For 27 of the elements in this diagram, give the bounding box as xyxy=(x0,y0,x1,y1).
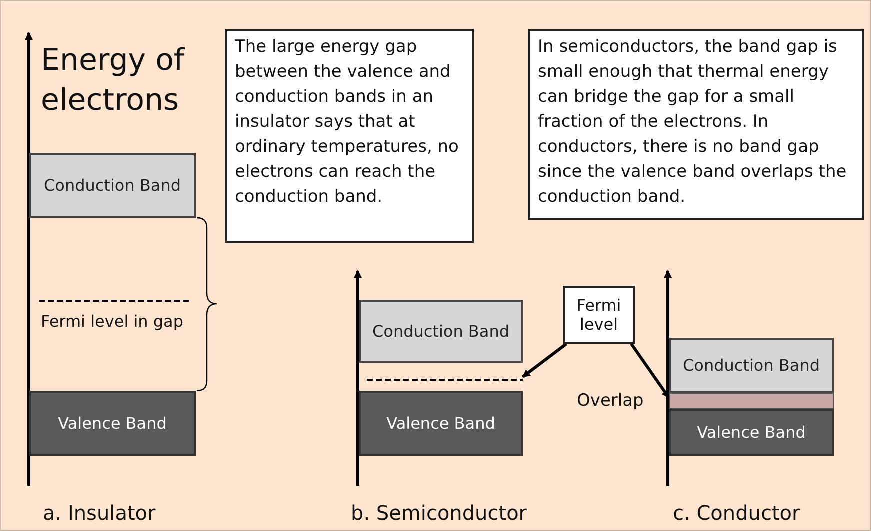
band-label: Conduction Band xyxy=(372,322,510,341)
label-box xyxy=(563,286,635,344)
text-box xyxy=(225,29,474,243)
band-label: Fermi level xyxy=(576,296,622,334)
dashed-line xyxy=(367,377,523,383)
overlap-band xyxy=(669,393,834,409)
panel-caption: a. Insulator xyxy=(43,501,156,525)
text-box xyxy=(528,29,864,220)
arrow xyxy=(522,342,568,378)
band-caption: Overlap xyxy=(577,391,644,411)
band-label: Valence Band xyxy=(58,414,167,433)
fermi-level-label: Fermi level in gap xyxy=(41,312,184,331)
panel-caption: c. Conductor xyxy=(673,501,800,525)
note-text: The large energy gap between the valence and conduction bands in an insulator says that at ordinary temperatures, no electrons can reach the conduction band. xyxy=(235,36,460,209)
band-label: Conduction Band xyxy=(44,176,181,195)
conduction-band xyxy=(359,300,523,363)
panel-caption: b. Semiconductor xyxy=(351,501,528,525)
valence-band xyxy=(359,391,523,456)
band-label: Valence Band xyxy=(697,423,806,442)
band-label: Valence Band xyxy=(386,414,496,433)
valence-band xyxy=(669,409,834,456)
valence-band xyxy=(29,391,196,456)
axis-title: Energy of electrons xyxy=(41,42,186,120)
conduction-band xyxy=(669,338,834,393)
band-label: Conduction Band xyxy=(682,356,820,375)
conduction-band xyxy=(29,153,196,218)
note-text: In semiconductors, the band gap is small enough that thermal energy can bridge the gap for a small fraction of the electrons. In conductors, there is no band gap since the valence band overlaps the conduction band. xyxy=(538,36,848,209)
